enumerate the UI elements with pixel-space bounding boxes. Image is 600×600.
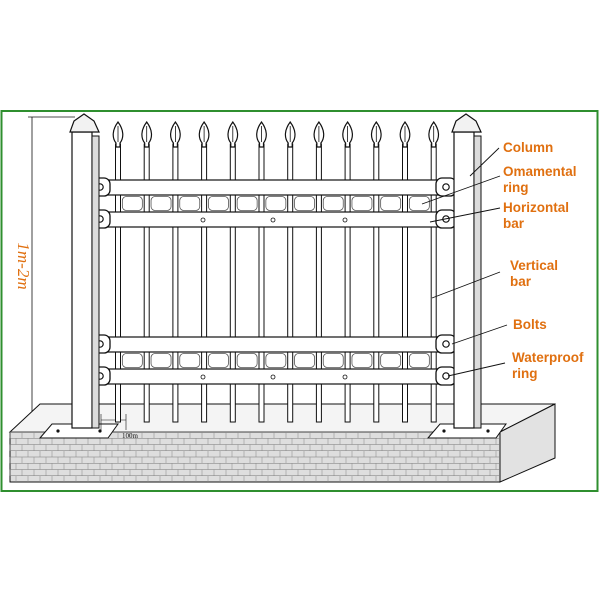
horizontal-bar-label-line2: bar [503,216,525,231]
right-base-plate [426,423,507,439]
bolts-label: Bolts [513,317,547,332]
ornamental-ring [294,353,315,368]
ornamental-ring-label-line1: Omamental [503,164,577,179]
ornamental-ring [322,353,344,368]
ornamental-ring [351,196,373,211]
diagram-frame [0,110,599,492]
ornamental-ring [208,353,229,368]
bottom-rail-upper [91,336,455,353]
ornamental-ring [265,196,287,211]
vertical-bars [112,120,440,423]
ornamental-ring [121,353,143,368]
horizontal-bar-label-line1: Horizontal [503,200,569,215]
ornamental-ring [150,196,172,211]
spacing-label: 100m [122,432,139,440]
ornamental-ring [208,196,229,211]
picket [141,120,153,423]
waterproof-ring-label-line1: Waterproof [512,350,584,365]
rail-hole [200,217,206,223]
ornamental-ring [408,196,430,211]
ornamental-rings [121,196,430,368]
picket [313,120,325,423]
spacing-dimension [100,414,127,430]
ornamental-ring [265,353,287,368]
ornamental-ring-label: Omamental ring [503,164,580,195]
horizontal-bar-leader [429,207,501,223]
ornamental-ring [380,196,402,211]
rail-hole [270,217,276,223]
ornamental-ring [322,196,344,211]
bolts-leader [451,324,508,345]
waterproof-ring-label-line2: ring [512,366,538,381]
vertical-bar-leader [431,271,501,299]
picket [170,120,181,423]
bolt-icon [442,183,450,191]
ornamental-ring [121,196,143,211]
rail-hole [270,374,276,380]
left-column [69,113,100,429]
height-dimension [28,116,75,428]
waterproof-ring-leader [447,362,506,377]
rail-hole [342,217,348,223]
column-label: Column [503,140,553,155]
rail-hole [342,374,348,380]
right-column-cap [451,113,482,133]
ornamental-ring [408,353,430,368]
rail-hole [200,374,206,380]
column-leader [469,147,500,177]
ornamental-ring-label-line2: ring [503,180,529,195]
bolt-icon [442,340,450,348]
right-column [451,113,482,429]
left-column-cap [69,113,100,133]
ornamental-ring [380,353,402,368]
callout-leaders [421,147,508,377]
waterproof-ring-label: Waterproof ring [512,350,587,381]
ornamental-ring-leader [421,175,501,205]
picket [198,120,210,423]
height-label: 1m-2m [14,242,33,289]
vertical-bar-label-line1: Vertical [510,258,558,273]
ornamental-ring [236,353,258,368]
ornamental-ring [294,196,315,211]
concrete-base [8,403,556,483]
ornamental-ring [179,196,201,211]
picket [284,120,296,423]
top-rail-upper [91,179,455,196]
horizontal-bar-label: Horizontal bar [503,200,573,231]
ornamental-ring [150,353,172,368]
ornamental-ring [351,353,373,368]
ornamental-ring [236,196,258,211]
ornamental-ring [179,353,201,368]
rail-bracket [435,366,457,386]
vertical-bar-label-line2: bar [510,274,532,289]
rail-bolt-holes [200,217,348,380]
vertical-bar-label: Vertical bar [510,258,562,289]
